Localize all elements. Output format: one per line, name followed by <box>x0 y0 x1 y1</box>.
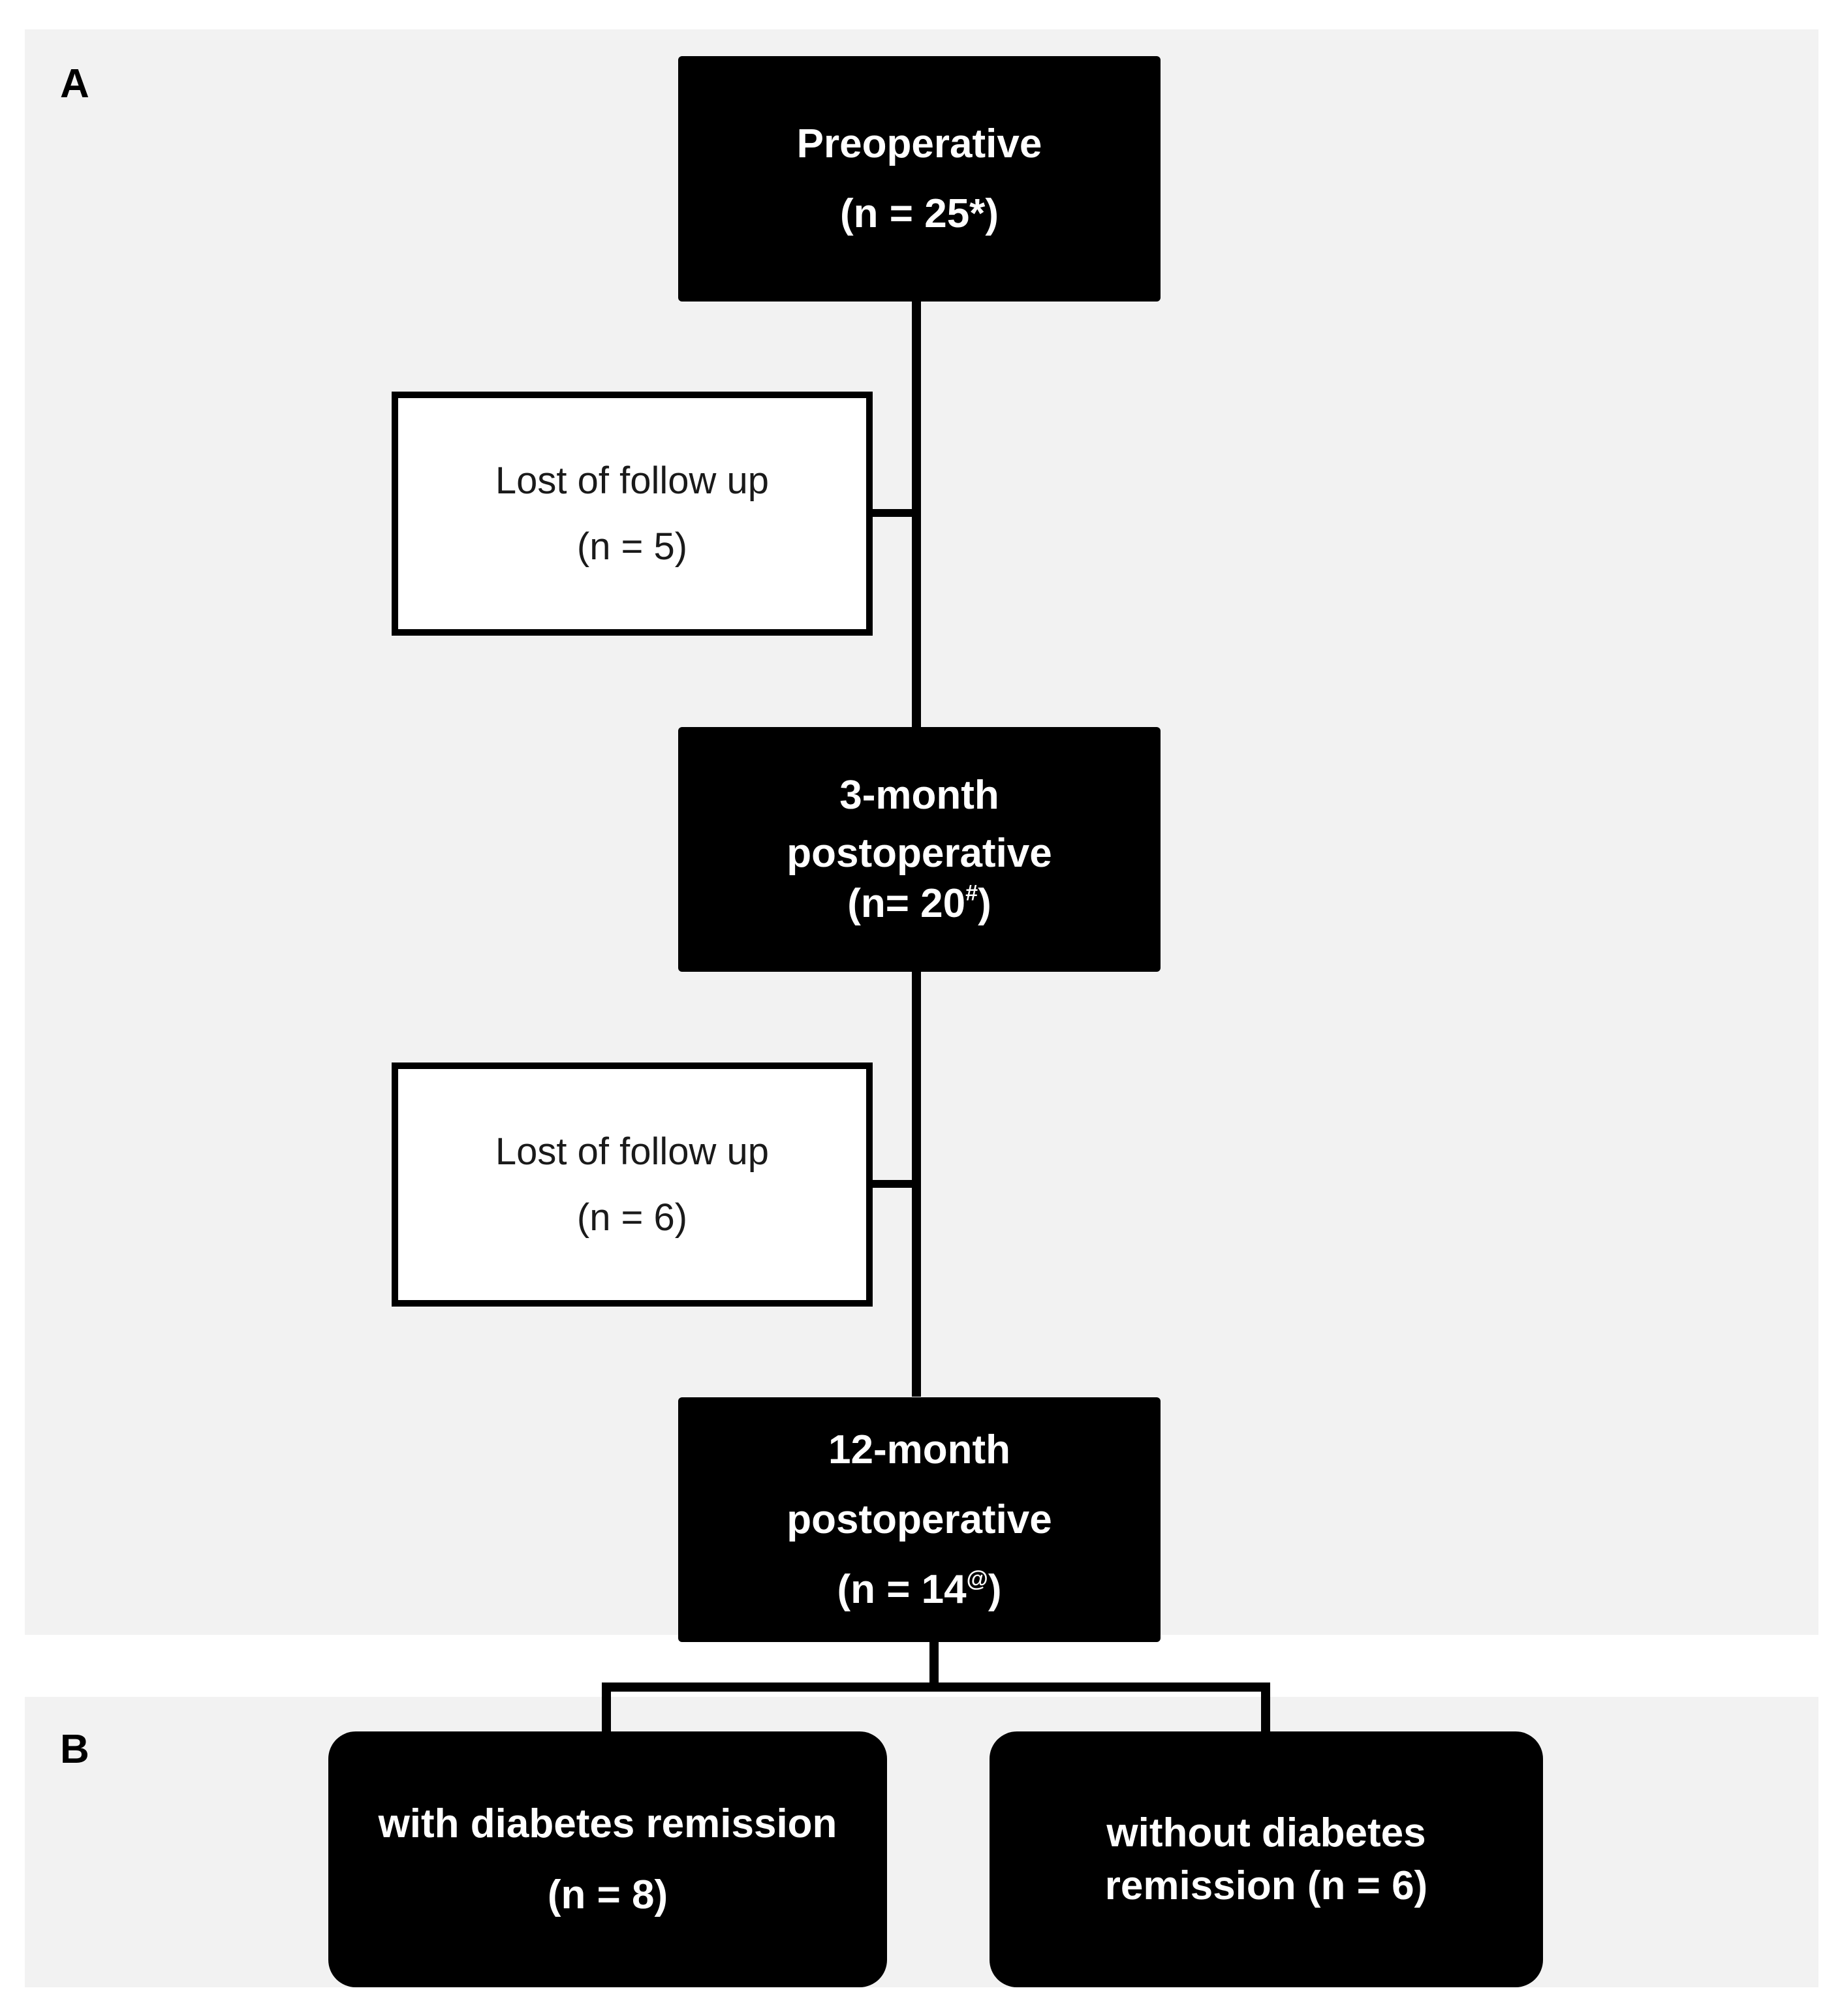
node-3-month-count-value: (n= 20 <box>847 881 966 926</box>
node-3-month-title-line1: 3-month <box>839 773 999 818</box>
node-preoperative-count-value: (n = 25 <box>840 191 970 236</box>
node-lost-follow-up-1: Lost of follow up (n = 5) <box>392 392 873 636</box>
connector-split-horizontal <box>602 1683 1270 1692</box>
node-12-month-postoperative: 12-month postoperative (n = 14@) <box>678 1397 1161 1642</box>
connector-split-stem <box>929 1638 939 1687</box>
node-preoperative-count-close: ) <box>985 191 999 236</box>
node-12-month-count-close: ) <box>988 1567 1002 1612</box>
connector-branch-lost-2 <box>867 1180 919 1188</box>
node-3-month-count-mark: # <box>965 880 978 906</box>
node-without-diabetes-remission: without diabetes remission (n = 6) <box>990 1731 1543 1987</box>
connector-split-right-drop <box>1261 1683 1270 1738</box>
node-3-month-count: (n= 20#) <box>847 880 991 927</box>
panel-b <box>25 1697 1818 1987</box>
node-preoperative-title: Preoperative <box>796 121 1042 166</box>
node-3-month-postoperative: 3-month postoperative (n= 20#) <box>678 727 1161 972</box>
node-3-month-title-line2: postoperative <box>787 831 1052 876</box>
node-12-month-count: (n = 14@) <box>837 1566 1001 1613</box>
node-lost-follow-up-1-title: Lost of follow up <box>495 459 770 502</box>
node-12-month-count-mark: @ <box>966 1566 988 1592</box>
node-3-month-count-close: ) <box>978 881 991 926</box>
node-lost-follow-up-2: Lost of follow up (n = 6) <box>392 1062 873 1307</box>
node-preoperative-count: (n = 25*) <box>840 191 999 237</box>
node-preoperative: Preoperative (n = 25*) <box>678 56 1161 302</box>
connector-split-left-drop <box>602 1683 611 1738</box>
node-lost-follow-up-2-count: (n = 6) <box>576 1196 688 1239</box>
connector-branch-lost-1 <box>867 509 919 517</box>
node-12-month-title-line2: postoperative <box>787 1497 1052 1542</box>
node-without-remission-line1: without diabetes <box>1106 1810 1426 1855</box>
node-with-remission-line2: (n = 8) <box>547 1872 668 1917</box>
node-with-diabetes-remission: with diabetes remission (n = 8) <box>328 1731 887 1987</box>
node-lost-follow-up-1-count: (n = 5) <box>576 525 688 568</box>
node-with-remission-line1: with diabetes remission <box>378 1801 837 1846</box>
node-lost-follow-up-2-title: Lost of follow up <box>495 1130 770 1173</box>
panel-a-label: A <box>60 61 89 106</box>
node-without-remission-line2: remission (n = 6) <box>1104 1863 1428 1908</box>
node-12-month-title-line1: 12-month <box>828 1427 1010 1472</box>
node-preoperative-count-mark: * <box>969 191 986 236</box>
node-12-month-count-value: (n = 14 <box>837 1567 967 1612</box>
panel-b-label: B <box>60 1727 89 1772</box>
